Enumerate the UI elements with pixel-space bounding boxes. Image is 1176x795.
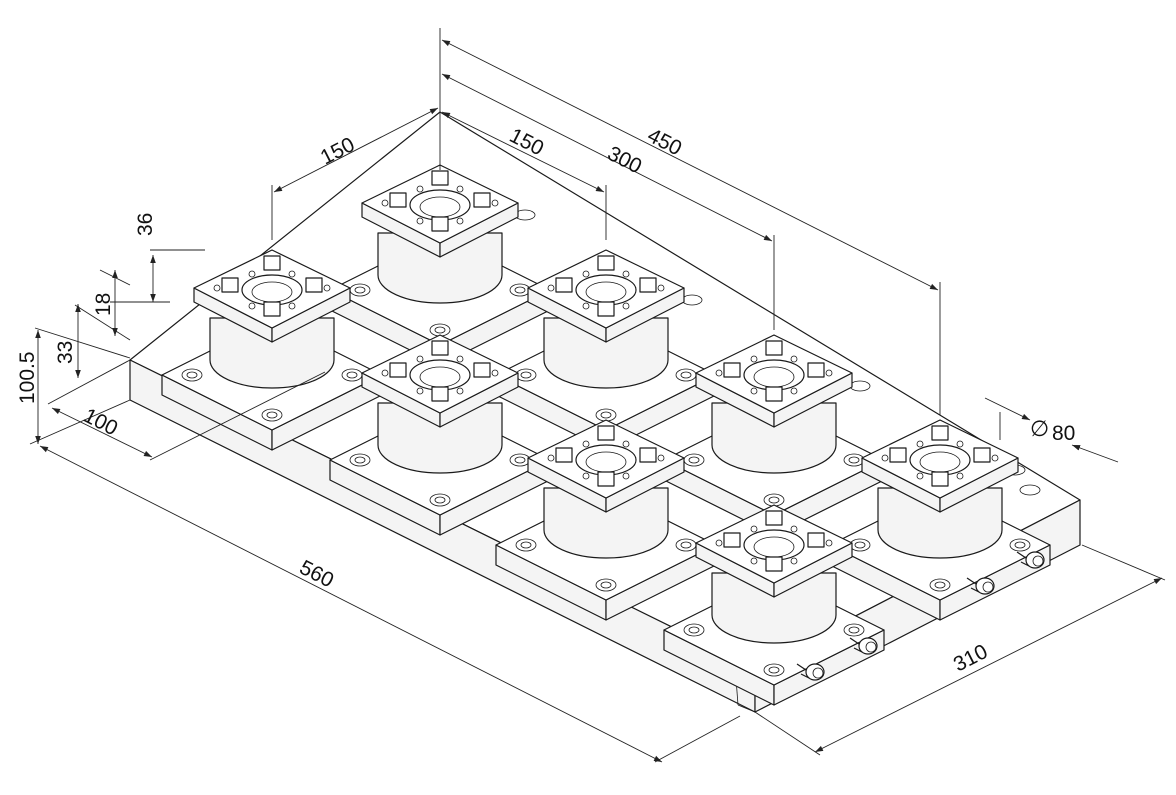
chuck-jaw xyxy=(597,425,615,441)
chuck-jaw xyxy=(263,255,281,271)
chuck-jaw xyxy=(973,447,991,463)
dim-310: 310 xyxy=(950,640,992,676)
chuck-body xyxy=(711,402,837,474)
chuck-body xyxy=(209,317,335,389)
chuck-body xyxy=(543,317,669,389)
chuck-jaw xyxy=(389,192,407,208)
chuck-jaw xyxy=(807,362,825,378)
dim-450: 450 xyxy=(644,124,686,160)
chuck-jaw xyxy=(723,362,741,378)
dim-300: 300 xyxy=(604,142,646,178)
chuck-head xyxy=(193,249,351,329)
chuck-unit xyxy=(161,249,383,451)
chuck-jaw xyxy=(765,386,783,402)
chuck-jaw xyxy=(555,447,573,463)
chuck-jaw xyxy=(931,471,949,487)
chuck-jaw xyxy=(431,170,449,186)
chuck-jaw xyxy=(765,556,783,572)
chuck-head xyxy=(361,334,519,414)
chuck-jaw xyxy=(889,447,907,463)
dim-18: 18 xyxy=(92,293,115,316)
chuck-jaw xyxy=(389,362,407,378)
chuck-jaw xyxy=(473,362,491,378)
chuck-jaw xyxy=(639,277,657,293)
chuck-jaw xyxy=(555,277,573,293)
chuck-jaw xyxy=(639,447,657,463)
chuck-jaw xyxy=(263,301,281,317)
dimension-labels: 150 150 300 450 36 18 33 100.5 100 560 3… xyxy=(16,124,1075,676)
chuck-jaw xyxy=(765,510,783,526)
dim-diameter-symbol: ∅ xyxy=(1030,416,1049,441)
dim-33: 33 xyxy=(54,341,77,364)
chuck-jaw xyxy=(597,301,615,317)
chuck-unit xyxy=(663,334,885,536)
bolt-hole xyxy=(181,368,203,382)
bolt-hole xyxy=(1009,538,1031,552)
bolt-hole xyxy=(683,623,705,637)
chuck-jaw xyxy=(221,277,239,293)
bolt-hole xyxy=(763,663,785,677)
chuck-head xyxy=(695,334,853,414)
dim-150-left: 150 xyxy=(317,133,359,169)
chuck-jaw xyxy=(597,471,615,487)
chuck-jaw xyxy=(807,532,825,548)
chuck-jaw xyxy=(473,192,491,208)
chuck-jaw xyxy=(597,255,615,271)
dimension-lines xyxy=(29,28,1166,763)
chuck-head xyxy=(861,419,1019,499)
dim-100-5: 100.5 xyxy=(16,351,39,404)
chuck-jaw xyxy=(431,386,449,402)
chuck-jaw xyxy=(431,340,449,356)
dim-560: 560 xyxy=(296,556,338,592)
chuck-jaw xyxy=(431,216,449,232)
chuck-jaw xyxy=(305,277,323,293)
dim-100: 100 xyxy=(80,404,122,440)
fitting xyxy=(1016,551,1045,569)
chuck-head xyxy=(695,504,853,584)
dim-80: 80 xyxy=(1052,422,1075,445)
dim-36: 36 xyxy=(134,213,157,236)
chuck-jaw xyxy=(723,532,741,548)
chuck-jaw xyxy=(931,425,949,441)
bolt-hole xyxy=(261,408,283,422)
chuck-jaw xyxy=(765,340,783,356)
dim-150-right: 150 xyxy=(506,124,548,160)
chuck-body xyxy=(877,487,1003,559)
